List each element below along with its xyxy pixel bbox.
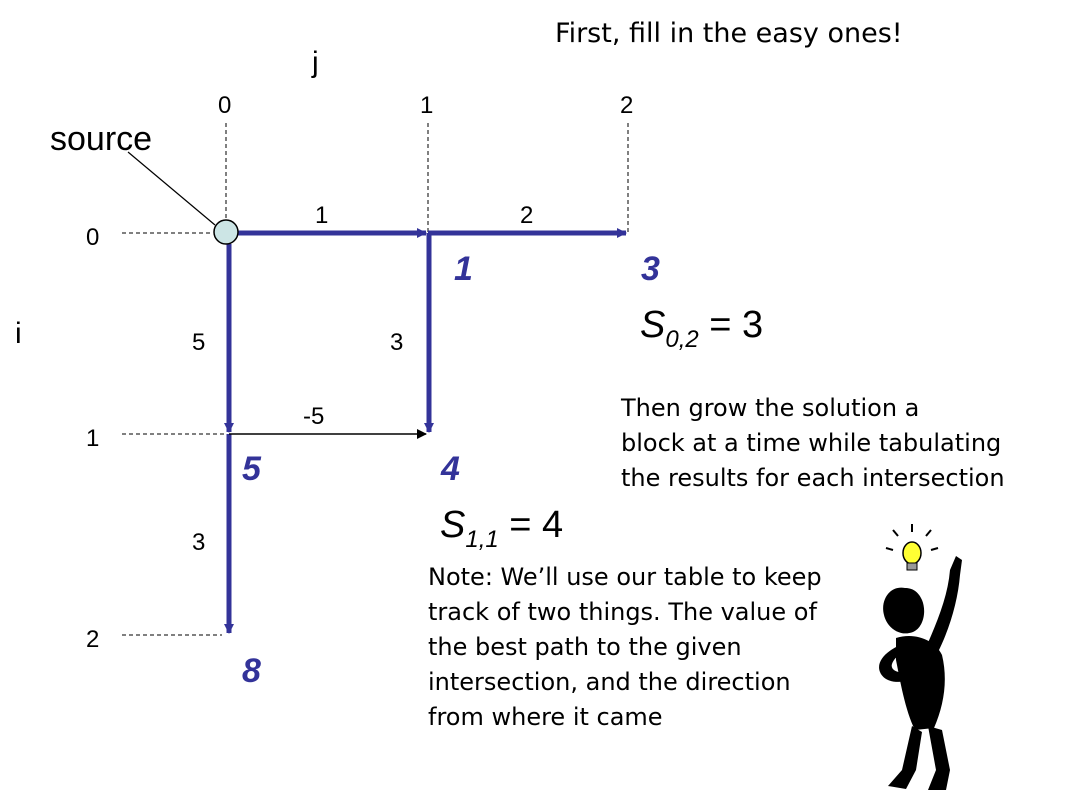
source-node	[213, 219, 239, 245]
note-right-line: block at a time while tabulating	[621, 429, 1001, 457]
thinking-person-icon	[879, 524, 962, 790]
note-right: Then grow the solution a block at a time…	[620, 394, 1005, 492]
person-body	[896, 635, 945, 730]
person-bent-arm	[879, 645, 910, 682]
light-bulb-icon	[902, 541, 922, 571]
edge-weight: 2	[520, 202, 533, 229]
row-tick-2: 2	[86, 626, 99, 653]
guide-lines	[122, 123, 629, 636]
note-right-line: Then grow the solution a	[620, 394, 919, 422]
row-tick-0: 0	[86, 224, 99, 251]
edge-weight: 1	[315, 202, 328, 229]
idea-rays-icon	[885, 524, 939, 551]
source-pointer-line	[127, 151, 216, 226]
note-bottom-line: track of two things. The value of	[428, 598, 817, 626]
edge-weight: -5	[303, 403, 324, 430]
note-bottom-line: the best path to the given	[428, 633, 742, 661]
note-bottom: Note: We’ll use our table to keep track …	[428, 563, 822, 731]
note-bottom-line: Note: We’ll use our table to keep	[428, 563, 822, 591]
score-2-0: 8	[242, 652, 261, 690]
edge-weight: 3	[390, 329, 403, 356]
path-edges	[224, 228, 627, 634]
edge-weight: 5	[192, 329, 205, 356]
person-head	[883, 587, 925, 634]
person-left-leg	[888, 726, 922, 789]
edge-weight: 3	[192, 529, 205, 556]
note-bottom-line: from where it came	[428, 703, 663, 731]
score-1-0: 5	[242, 450, 262, 488]
col-tick-0: 0	[218, 92, 231, 119]
score-0-1: 1	[454, 250, 473, 288]
person-raised-arm	[927, 556, 962, 652]
formula-s02: S0,2 = 3	[640, 304, 763, 353]
source-label: source	[50, 120, 152, 158]
slide-title: First, fill in the easy ones!	[555, 18, 903, 49]
axis-label-j: j	[311, 46, 319, 79]
formula-s11: S1,1 = 4	[440, 504, 563, 553]
note-right-line: the results for each intersection	[621, 464, 1005, 492]
note-bottom-line: intersection, and the direction	[428, 668, 791, 696]
person-right-leg	[928, 726, 950, 790]
score-0-2: 3	[641, 250, 660, 288]
col-tick-1: 1	[420, 92, 433, 119]
row-tick-1: 1	[86, 425, 99, 452]
score-1-1: 4	[440, 450, 460, 488]
axis-label-i: i	[15, 317, 22, 350]
col-tick-2: 2	[620, 92, 633, 119]
